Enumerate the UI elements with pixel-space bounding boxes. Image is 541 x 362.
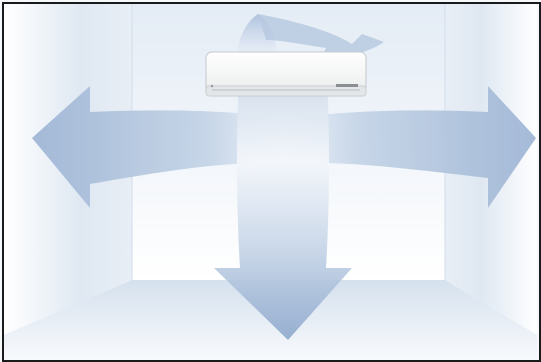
- unit-display-panel: [336, 84, 358, 87]
- air-conditioner-unit: [206, 52, 366, 96]
